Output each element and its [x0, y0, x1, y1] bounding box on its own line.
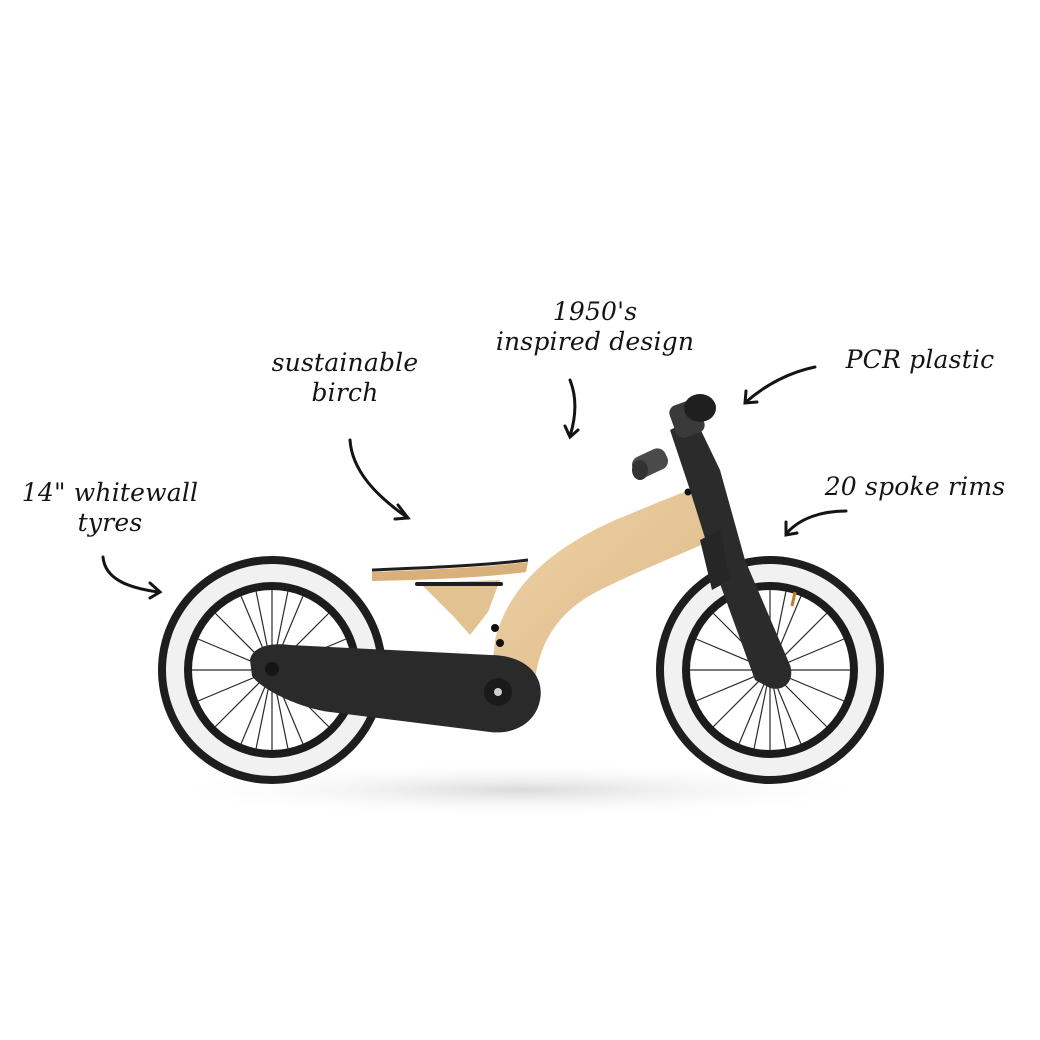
- seat-bracket: [420, 580, 500, 635]
- arrow-tyres-icon: [101, 555, 163, 600]
- annotation-rims-line1: 20 spoke rims: [824, 472, 1006, 501]
- arrow-rims-icon: [784, 509, 848, 537]
- annotation-tyres-line2: tyres: [77, 508, 143, 537]
- valve-stem: [790, 591, 797, 607]
- annotation-design: 1950's inspired design: [480, 297, 710, 357]
- annotation-birch: sustainable birch: [255, 348, 435, 408]
- ground-shadow: [150, 762, 890, 818]
- annotation-tyres: 14" whitewall tyres: [10, 478, 210, 538]
- annotation-plastic: PCR plastic: [830, 345, 1010, 375]
- annotation-design-line2: inspired design: [495, 327, 695, 356]
- arrow-plastic-icon: [743, 365, 817, 405]
- wooden-frame: [490, 490, 712, 690]
- annotation-design-line1: 1950's: [552, 297, 638, 326]
- seat: [372, 562, 528, 581]
- annotation-rims: 20 spoke rims: [805, 472, 1025, 502]
- front-fork: [670, 418, 792, 689]
- rear-wheel: [158, 556, 386, 784]
- arrow-design-icon: [563, 378, 580, 440]
- annotation-birch-line2: birch: [311, 378, 379, 407]
- rear-swingarm: [250, 644, 541, 733]
- annotation-birch-line1: sustainable: [271, 348, 419, 377]
- handlebar: [631, 394, 716, 480]
- annotation-plastic-line1: PCR plastic: [845, 345, 995, 374]
- arrow-birch-icon: [348, 438, 411, 521]
- annotation-tyres-line1: 14" whitewall: [21, 478, 199, 507]
